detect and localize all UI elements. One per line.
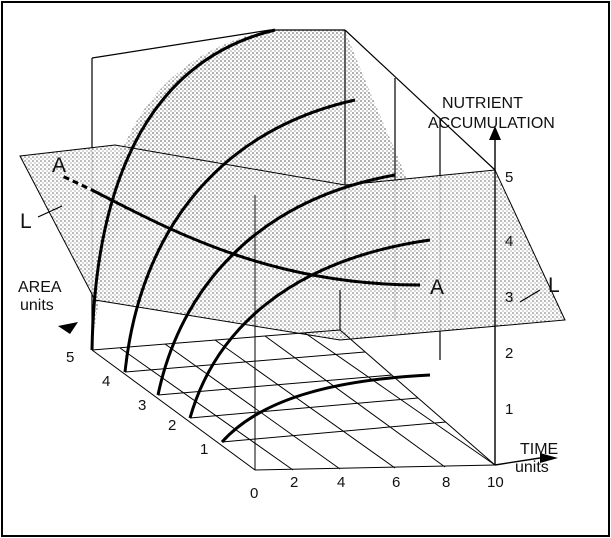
vertical-tick-5: 5 xyxy=(505,169,513,186)
time-tick-0: 0 xyxy=(250,485,258,502)
floor-grid xyxy=(91,170,496,471)
area-tick-2: 2 xyxy=(168,417,176,434)
point-a-right-label: A xyxy=(430,276,444,299)
curve-a-a xyxy=(59,173,421,287)
time-axis-title-2: units xyxy=(515,459,549,476)
plane-l-right-label: L xyxy=(548,274,560,297)
vertical-tick-2: 2 xyxy=(505,345,513,362)
vertical-tick-3: 3 xyxy=(505,289,513,306)
vertical-axis-title: NUTRIENT xyxy=(442,95,523,112)
point-a-left-label: A xyxy=(52,154,66,177)
time-axis-arrow xyxy=(540,453,558,463)
area-tick-4: 4 xyxy=(102,373,110,390)
time-tick-2: 2 xyxy=(290,474,298,491)
plane-l-left-label: L xyxy=(20,210,32,233)
time-tick-6: 6 xyxy=(392,474,400,491)
area-axis-arrow xyxy=(58,322,78,334)
vertical-axis-arrow xyxy=(489,126,501,140)
vertical-axis-title-2: ACCUMULATION xyxy=(428,115,555,132)
area-axis-title: AREA xyxy=(18,279,62,296)
area-tick-3: 3 xyxy=(138,397,146,414)
area-tick-5: 5 xyxy=(66,349,74,366)
time-tick-4: 4 xyxy=(337,474,345,491)
area-tick-1: 1 xyxy=(200,441,208,458)
l-right-pointer xyxy=(519,289,541,303)
area-axis-title-2: units xyxy=(20,297,54,314)
vertical-tick-4: 4 xyxy=(505,233,513,250)
time-tick-10: 10 xyxy=(487,474,504,491)
time-axis-extension xyxy=(494,457,541,466)
time-axis-title: TIME xyxy=(520,441,558,458)
l-left-pointer xyxy=(37,205,63,218)
time-tick-8: 8 xyxy=(442,474,450,491)
vertical-tick-1: 1 xyxy=(505,401,513,418)
